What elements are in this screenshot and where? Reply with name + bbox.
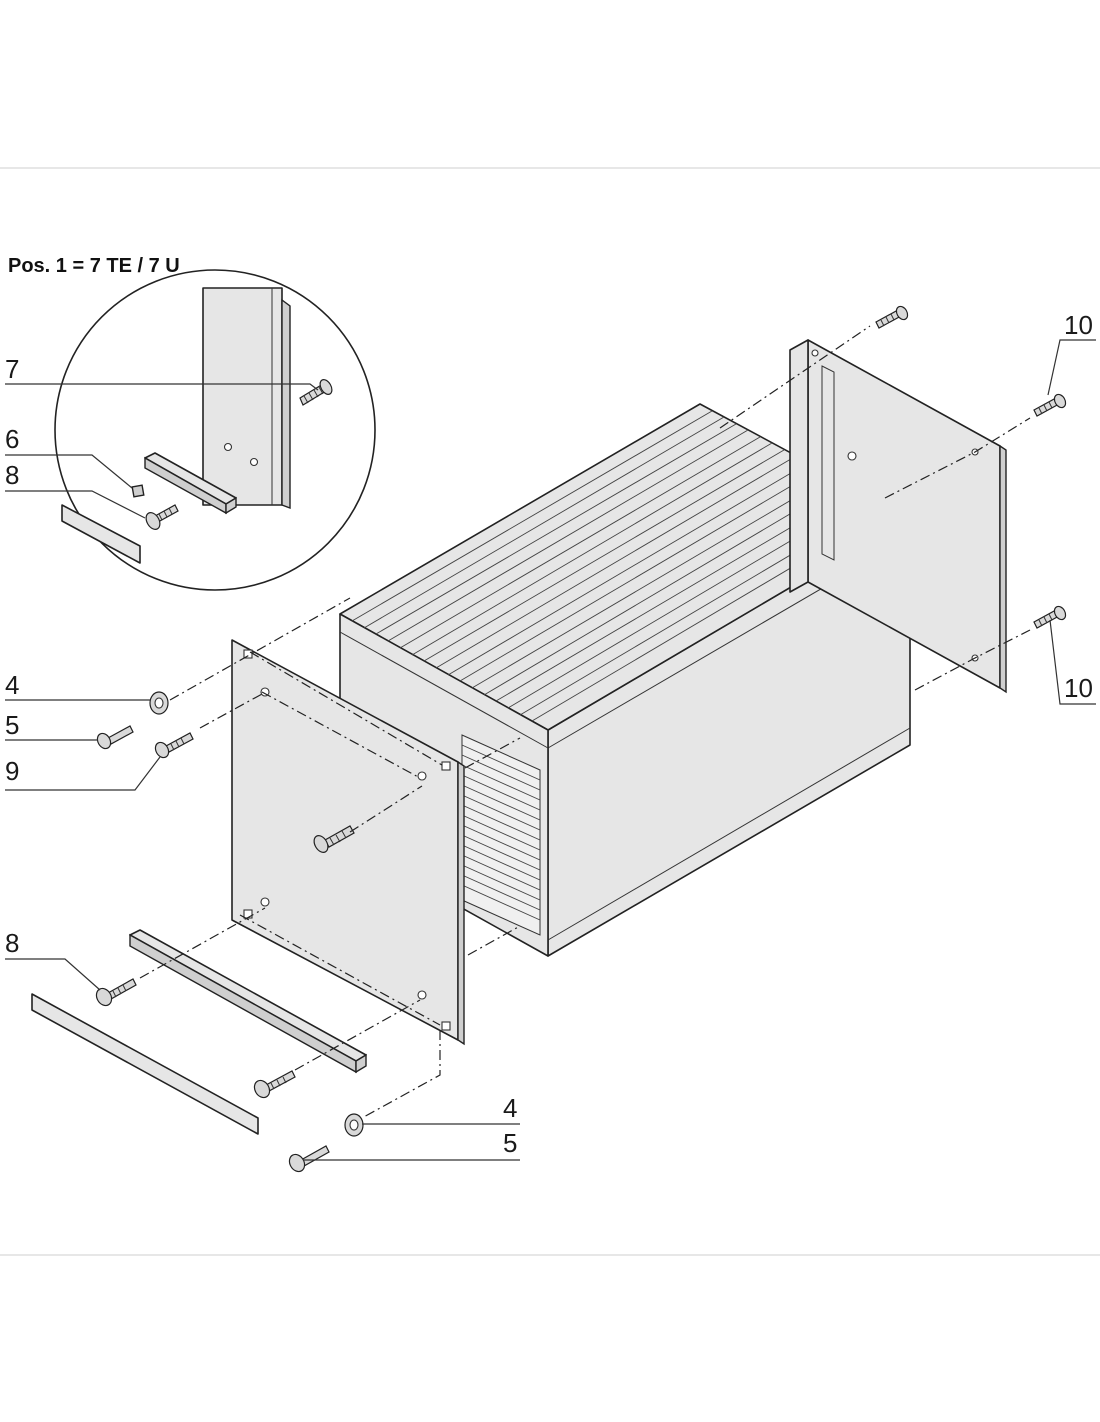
screw-10-top xyxy=(1033,393,1067,417)
callout-4-left: 4 xyxy=(5,670,19,700)
callout-9: 9 xyxy=(5,756,19,786)
screw-9 xyxy=(154,732,194,759)
detail-screw-8 xyxy=(145,504,179,530)
detail-nut-6 xyxy=(131,484,145,498)
detail-label-strip xyxy=(61,504,141,564)
front-center-screw xyxy=(313,825,355,853)
screw-10-top-rear xyxy=(875,305,909,329)
housing-top-fins xyxy=(351,410,893,722)
detail-view xyxy=(54,269,376,591)
callout-8-bottom: 8 xyxy=(5,928,19,958)
assembly-centerlines xyxy=(139,325,1031,1119)
callout-4-bottom: 4 xyxy=(503,1093,517,1123)
detail-side-panel xyxy=(202,287,283,506)
detail-screw-7 xyxy=(299,379,333,406)
callout-8-detail: 8 xyxy=(5,460,19,490)
bottom-label-strip xyxy=(31,993,259,1135)
detail-circle xyxy=(54,269,376,591)
position-note: Pos. 1 = 7 TE / 7 U xyxy=(8,255,180,277)
callout-7: 7 xyxy=(5,354,19,384)
nut-4-left xyxy=(149,691,169,715)
callout-10-bottom: 10 xyxy=(1064,673,1093,703)
screw-5-left xyxy=(96,725,134,750)
callout-6: 6 xyxy=(5,424,19,454)
callout-5-left: 5 xyxy=(5,710,19,740)
rail-lower-screw xyxy=(253,1070,296,1099)
housing-front-fins xyxy=(461,744,541,921)
screw-8-bottom xyxy=(95,978,137,1007)
callout-10-top: 10 xyxy=(1064,310,1093,340)
nut-4-bottom xyxy=(344,1113,364,1137)
front-panel xyxy=(231,639,465,1046)
callout-5-bottom: 5 xyxy=(503,1128,517,1158)
rear-panel xyxy=(789,339,1007,694)
screw-10-bottom xyxy=(1033,605,1067,629)
bottom-rail xyxy=(129,929,367,1074)
